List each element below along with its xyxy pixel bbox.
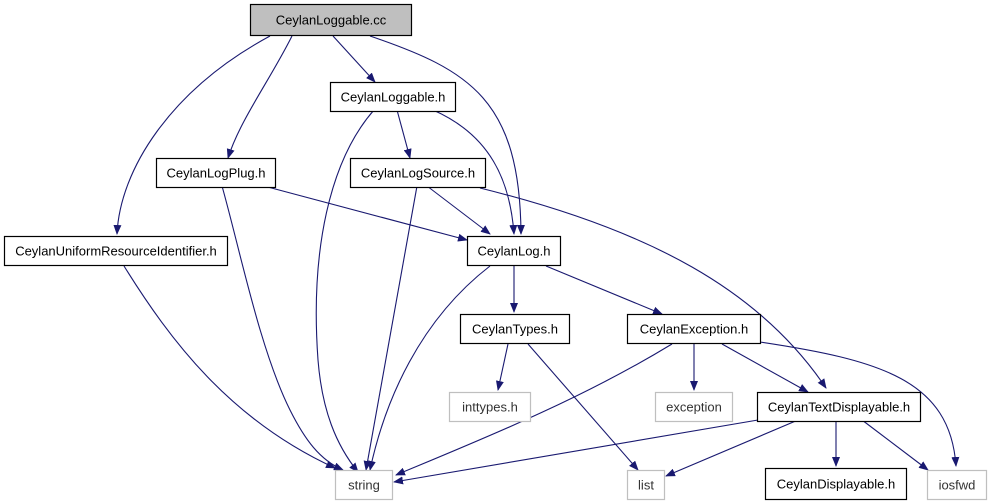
node-iosfwd-label: iosfwd (939, 478, 976, 493)
node-types-h[interactable]: CeylanTypes.h (459, 313, 571, 345)
edge-loggable-logsource (396, 109, 412, 159)
node-list-label: list (638, 478, 654, 493)
node-loggable-h-label: CeylanLoggable.h (341, 90, 446, 105)
edge-loggable-log (432, 109, 518, 235)
edge-log-exception (545, 265, 663, 315)
node-logplug-h-label: CeylanLogPlug.h (166, 166, 265, 181)
node-textdisplayable-h-label: CeylanTextDisplayable.h (768, 400, 910, 415)
edge-log-string (367, 265, 491, 471)
node-logsource-h-label: CeylanLogSource.h (361, 166, 475, 181)
node-exception-h-label: CeylanException.h (640, 322, 748, 337)
node-uri-h[interactable]: CeylanUniformResourceIdentifier.h (3, 235, 229, 267)
node-log-h-label: CeylanLog.h (478, 244, 551, 259)
edge-logplug-string (221, 185, 344, 471)
node-types-h-label: CeylanTypes.h (472, 322, 558, 337)
edge-root-log (369, 35, 525, 235)
node-list[interactable]: list (626, 469, 666, 501)
node-uri-h-label: CeylanUniformResourceIdentifier.h (15, 244, 217, 259)
edge-textdisplayable-string (393, 419, 759, 485)
node-string[interactable]: string (334, 469, 394, 501)
edge-root-loggable (332, 35, 376, 83)
node-logsource-h[interactable]: CeylanLogSource.h (349, 157, 487, 189)
node-root[interactable]: CeylanLoggable.cc (249, 3, 413, 37)
edge-logplug-log (263, 185, 468, 242)
node-exception-label: exception (666, 400, 722, 415)
node-textdisplayable-h[interactable]: CeylanTextDisplayable.h (756, 391, 922, 423)
edge-root-logplug (226, 35, 293, 159)
edge-types-inttypes (496, 343, 509, 391)
node-iosfwd[interactable]: iosfwd (926, 469, 988, 501)
edge-exception-textdisplayable (721, 343, 809, 393)
nodes: CeylanLoggable.cc CeylanLoggable.h Ceyla… (3, 3, 988, 501)
node-exception[interactable]: exception (654, 391, 734, 423)
edge-textdisplayable-iosfwd (861, 419, 929, 471)
edge-exception-string (395, 343, 673, 476)
node-root-label: CeylanLoggable.cc (276, 13, 387, 28)
edge-textdisplayable-list (665, 419, 799, 477)
edges (113, 35, 960, 485)
edge-logsource-textdisplayable (479, 187, 827, 389)
edge-types-list (527, 343, 639, 471)
node-displayable-h[interactable]: CeylanDisplayable.h (764, 467, 908, 501)
node-inttypes-h[interactable]: inttypes.h (448, 391, 532, 423)
edge-loggable-string (315, 109, 375, 473)
edge-logsource-string (363, 185, 418, 471)
edge-uri-string (123, 265, 336, 469)
edge-logsource-log (426, 185, 491, 235)
edge-root-uri (113, 35, 271, 235)
node-logplug-h[interactable]: CeylanLogPlug.h (155, 157, 277, 189)
node-displayable-h-label: CeylanDisplayable.h (777, 477, 896, 492)
node-exception-h[interactable]: CeylanException.h (626, 313, 762, 345)
node-inttypes-h-label: inttypes.h (462, 400, 518, 415)
node-log-h[interactable]: CeylanLog.h (466, 235, 562, 267)
node-string-label: string (348, 478, 380, 493)
edge-exception-iosfwd (759, 341, 960, 467)
node-loggable-h[interactable]: CeylanLoggable.h (329, 81, 457, 113)
